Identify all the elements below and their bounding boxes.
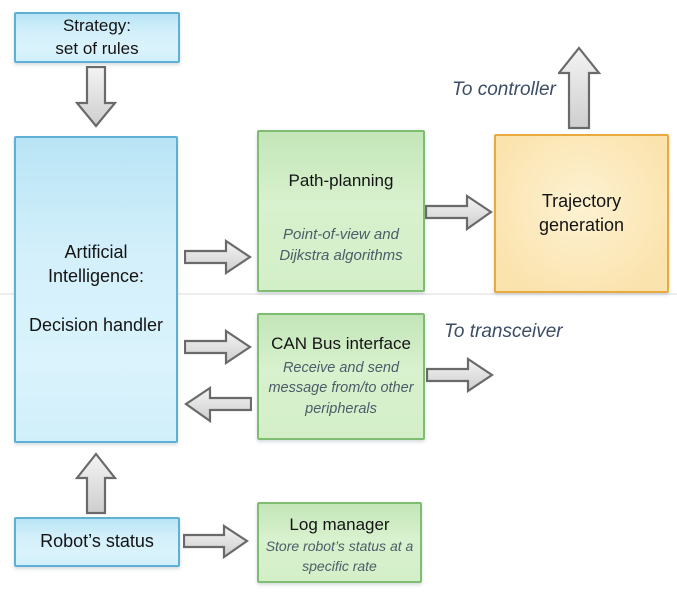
trajectory-label-line2: generation <box>538 214 625 235</box>
arrow-ai-to-can-right-icon <box>184 329 252 365</box>
arrow-can-to-transceiver-right-icon <box>426 357 494 393</box>
can-bus-subtitle: Receive and send message from/to other p… <box>268 360 414 417</box>
can-bus-box: CAN Bus interface Receive and send messa… <box>257 313 425 440</box>
to-controller-label: To controller <box>452 79 556 100</box>
arrow-robot-to-ai-up-icon <box>75 452 117 515</box>
arrow-robot-to-log-right-icon <box>183 524 249 559</box>
strategy-box-label-line1: Strategy: <box>62 16 132 36</box>
robot-status-box: Robot’s status <box>14 517 180 567</box>
robot-status-label: Robot’s status <box>40 531 154 552</box>
arrow-trajectory-to-controller-up-icon <box>558 46 601 130</box>
ai-box-label-line1: Artificial <box>64 242 128 263</box>
can-bus-title: CAN Bus interface <box>271 334 411 353</box>
to-transceiver-label: To transceiver <box>444 321 563 342</box>
path-planning-box: Path-planning Point-of-view and Dijkstra… <box>257 130 425 292</box>
strategy-box: Strategy: set of rules <box>14 12 180 63</box>
log-manager-box: Log manager Store robot’s status at a sp… <box>257 502 422 583</box>
background-guideline <box>0 293 677 295</box>
ai-box-label-line2: Intelligence: <box>47 265 145 286</box>
arrow-path-to-trajectory-right-icon <box>425 194 493 231</box>
strategy-box-label-line2: set of rules <box>55 38 139 58</box>
log-manager-subtitle: Store robot’s status at a specific rate <box>265 538 414 574</box>
path-planning-subtitle: Point-of-view and Dijkstra algorithms <box>279 226 403 265</box>
trajectory-generation-box: Trajectory generation <box>494 134 669 293</box>
arrow-strategy-to-ai-down-icon <box>75 66 117 128</box>
artificial-intelligence-box: Artificial Intelligence: Decision handle… <box>14 136 178 443</box>
path-planning-title: Path-planning <box>288 171 394 190</box>
arrow-ai-to-path-right-icon <box>184 239 252 275</box>
ai-box-label-line3: Decision handler <box>28 315 164 336</box>
log-manager-title: Log manager <box>289 515 390 534</box>
arrow-can-to-ai-left-icon <box>184 386 252 423</box>
trajectory-label-line1: Trajectory <box>541 191 622 212</box>
